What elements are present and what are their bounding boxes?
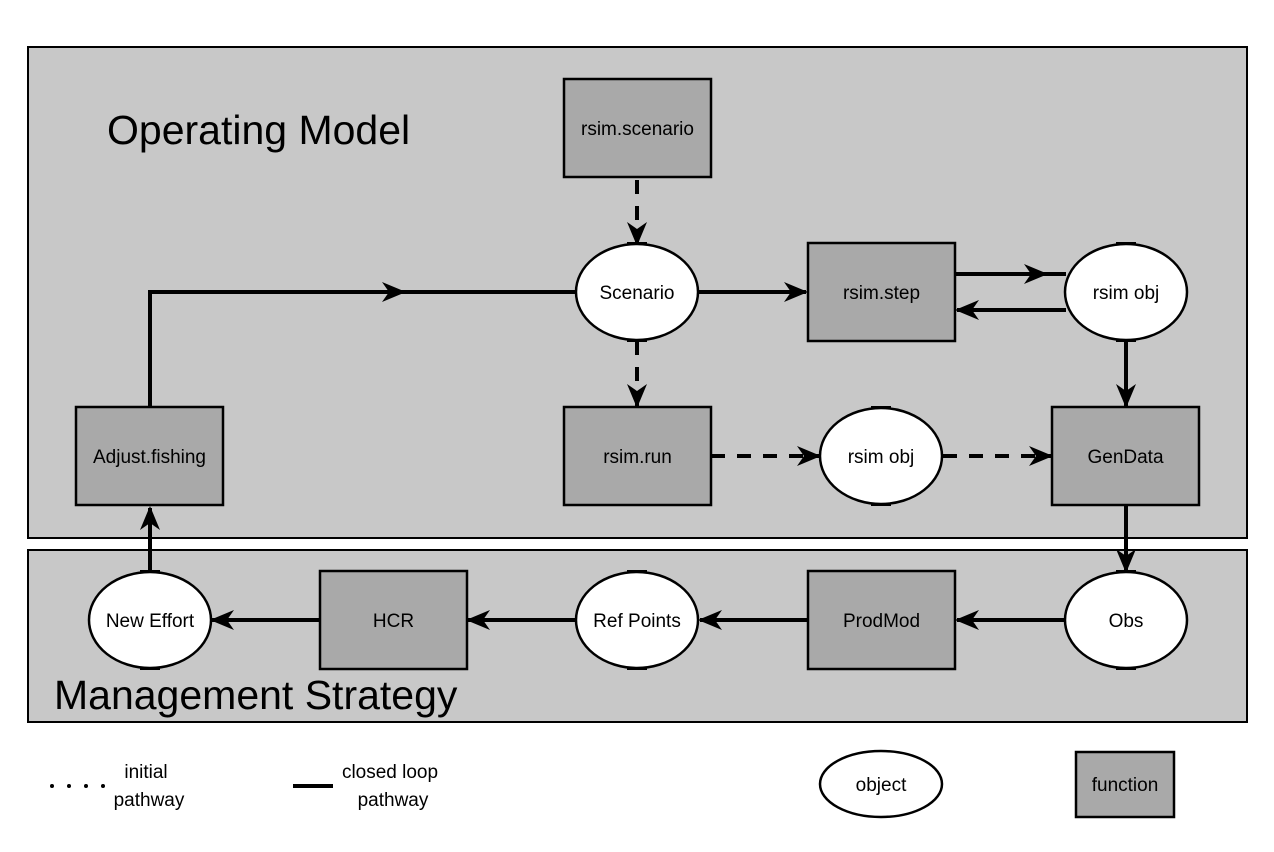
node-label: Scenario [600, 283, 675, 304]
function-box [74, 405, 225, 507]
node-rsim-obj-top: rsim obj [1063, 242, 1189, 342]
node-gendata: GenData [1050, 405, 1201, 507]
node-adjust-fishing: Adjust.fishing [74, 405, 225, 507]
connectors [140, 180, 1136, 630]
node-label: HCR [373, 611, 414, 632]
legend-dot [101, 784, 105, 788]
node-rsim-run: rsim.run [562, 405, 713, 507]
function-box [806, 569, 957, 671]
node-label: Ref Points [593, 611, 681, 632]
function-box [562, 77, 713, 179]
function-box [1050, 405, 1201, 507]
legend-dot [67, 784, 71, 788]
node-scenario: Scenario [574, 242, 700, 342]
legend: initial pathway closed loop pathway obje… [50, 749, 1176, 819]
node-label: rsim obj [848, 447, 915, 468]
node-obs: Obs [1063, 570, 1189, 670]
legend-closed-label-line2: pathway [358, 790, 429, 811]
node-label: Obs [1109, 611, 1144, 632]
node-rsim-obj-mid: rsim obj [818, 406, 944, 506]
node-rsim-scenario: rsim.scenario [562, 77, 713, 179]
function-box [562, 405, 713, 507]
object-ellipse [1063, 242, 1189, 342]
legend-dot [84, 784, 88, 788]
function-box [318, 569, 469, 671]
legend-initial-label-line2: pathway [114, 790, 185, 811]
node-label: GenData [1087, 447, 1163, 468]
legend-function-box [1074, 750, 1176, 819]
legend-initial-label-line1: initial [124, 762, 167, 783]
legend-closed-loop-pathway: closed loop pathway [293, 762, 438, 811]
object-ellipse [87, 570, 213, 670]
management-strategy-title: Management Strategy [54, 672, 458, 718]
node-new-effort: New Effort [87, 570, 213, 670]
node-rsim-step: rsim.step [806, 241, 957, 343]
function-box [806, 241, 957, 343]
node-label: Adjust.fishing [93, 447, 206, 468]
node-label: ProdMod [843, 611, 920, 632]
node-label: rsim.step [843, 283, 920, 304]
legend-object-label: object [856, 775, 907, 796]
legend-object: object [818, 749, 944, 819]
legend-initial-pathway: initial pathway [50, 762, 185, 811]
node-label: rsim obj [1093, 283, 1160, 304]
legend-function-label: function [1092, 775, 1159, 796]
legend-dot [50, 784, 54, 788]
legend-function: function [1074, 750, 1176, 819]
node-label: rsim.scenario [581, 119, 694, 140]
node-label: rsim.run [603, 447, 672, 468]
object-ellipse [574, 242, 700, 342]
node-ref-points: Ref Points [574, 570, 700, 670]
object-ellipse [818, 406, 944, 506]
operating-model-title: Operating Model [107, 107, 410, 153]
object-ellipse [1063, 570, 1189, 670]
node-label: New Effort [106, 611, 195, 632]
object-ellipse [574, 570, 700, 670]
node-prodmod: ProdMod [806, 569, 957, 671]
node-hcr: HCR [318, 569, 469, 671]
legend-closed-label-line1: closed loop [342, 762, 438, 783]
legend-object-ellipse [818, 749, 944, 819]
